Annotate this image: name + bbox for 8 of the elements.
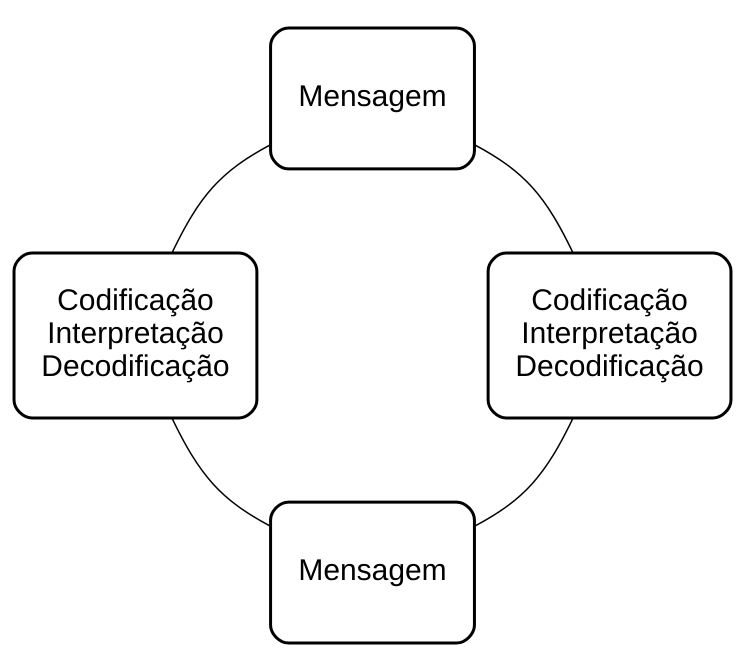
connector [474, 144, 574, 253]
node-box: Codificação Interpretação Decodificação [12, 251, 258, 419]
connector [171, 417, 271, 526]
node-box: Codificação Interpretação Decodificação [486, 251, 732, 419]
connector [171, 144, 271, 253]
node-box: Mensagem [269, 26, 476, 170]
connector [474, 417, 574, 526]
node-box: Mensagem [269, 500, 476, 644]
